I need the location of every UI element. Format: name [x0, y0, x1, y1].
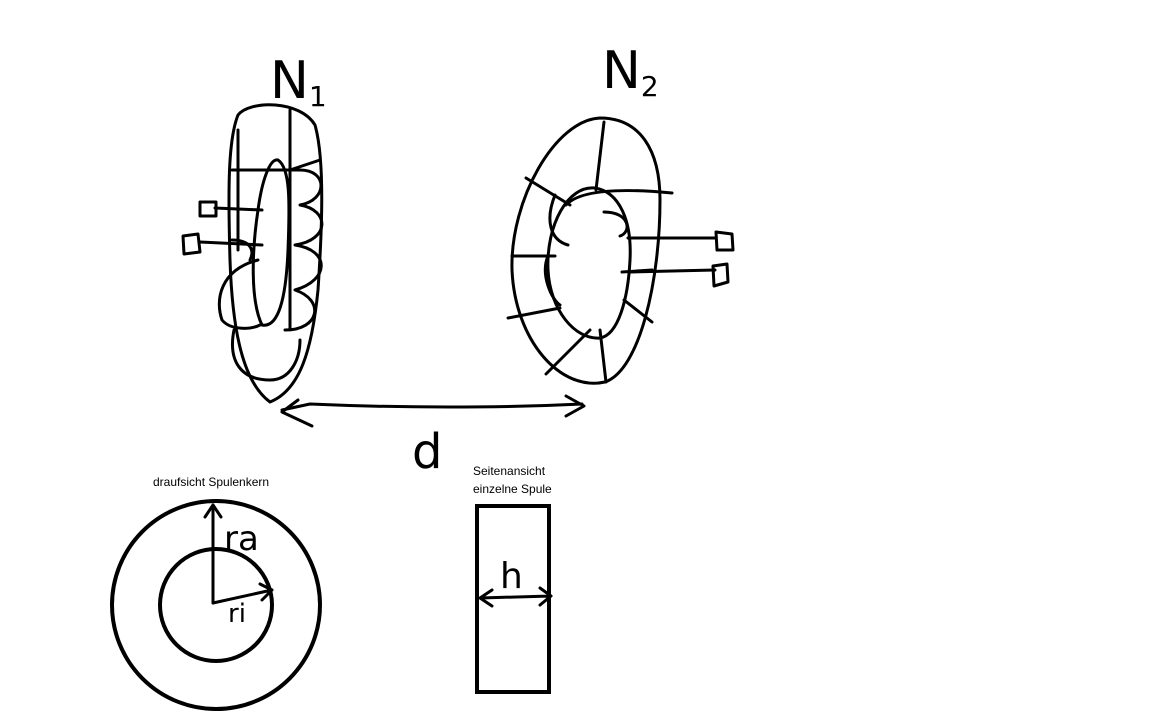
- coil-n1-terminal-1: [198, 200, 218, 218]
- coil-n1-lead-2: [198, 240, 264, 247]
- outer-radius-label: ra: [224, 519, 259, 559]
- coil-n2-inner-ring: [546, 186, 632, 340]
- coil-n1-lead-1: [213, 206, 264, 212]
- coil-n1-windings: [217, 108, 324, 382]
- outer-radius-arrow: [203, 503, 223, 605]
- height-arrow: [478, 586, 553, 608]
- core-outer-circle: [110, 499, 322, 711]
- coil-n1-label: N1: [270, 51, 327, 113]
- core-top-view: ra ri: [110, 499, 322, 711]
- top-view-caption: draufsicht Spulenkern: [153, 475, 270, 489]
- coil-n2-lead-2: [628, 268, 717, 274]
- coil-n1-outer-ring: [227, 103, 324, 404]
- core-inner-circle: [158, 547, 274, 663]
- coil-n2-terminal-1: [714, 230, 735, 252]
- distance-arrow-left-head: [280, 398, 314, 428]
- distance-arrow-line: [280, 402, 584, 412]
- coil-side-view: h: [475, 504, 553, 694]
- coil-n2-outer-ring: [510, 116, 662, 385]
- coil-n1: N1: [181, 51, 327, 404]
- inner-radius-arrow: [211, 582, 274, 605]
- coil-n1-terminal-2: [181, 232, 202, 256]
- coil-n2-terminal-2: [711, 262, 730, 288]
- height-label: h: [500, 556, 523, 597]
- side-view-caption: Seitenansicht einzelne Spule: [473, 462, 552, 498]
- coil-n2: N2: [506, 41, 735, 385]
- distance-arrow: d: [280, 394, 586, 480]
- side-view-caption-line1: Seitenansicht: [473, 464, 546, 478]
- distance-arrow-right-head: [564, 394, 586, 418]
- side-view-caption-line2: einzelne Spule: [473, 482, 552, 496]
- coil-n2-label: N2: [602, 41, 659, 103]
- distance-label: d: [412, 424, 442, 480]
- inner-radius-label: ri: [228, 599, 246, 629]
- coil-n1-inner-ring: [251, 158, 291, 327]
